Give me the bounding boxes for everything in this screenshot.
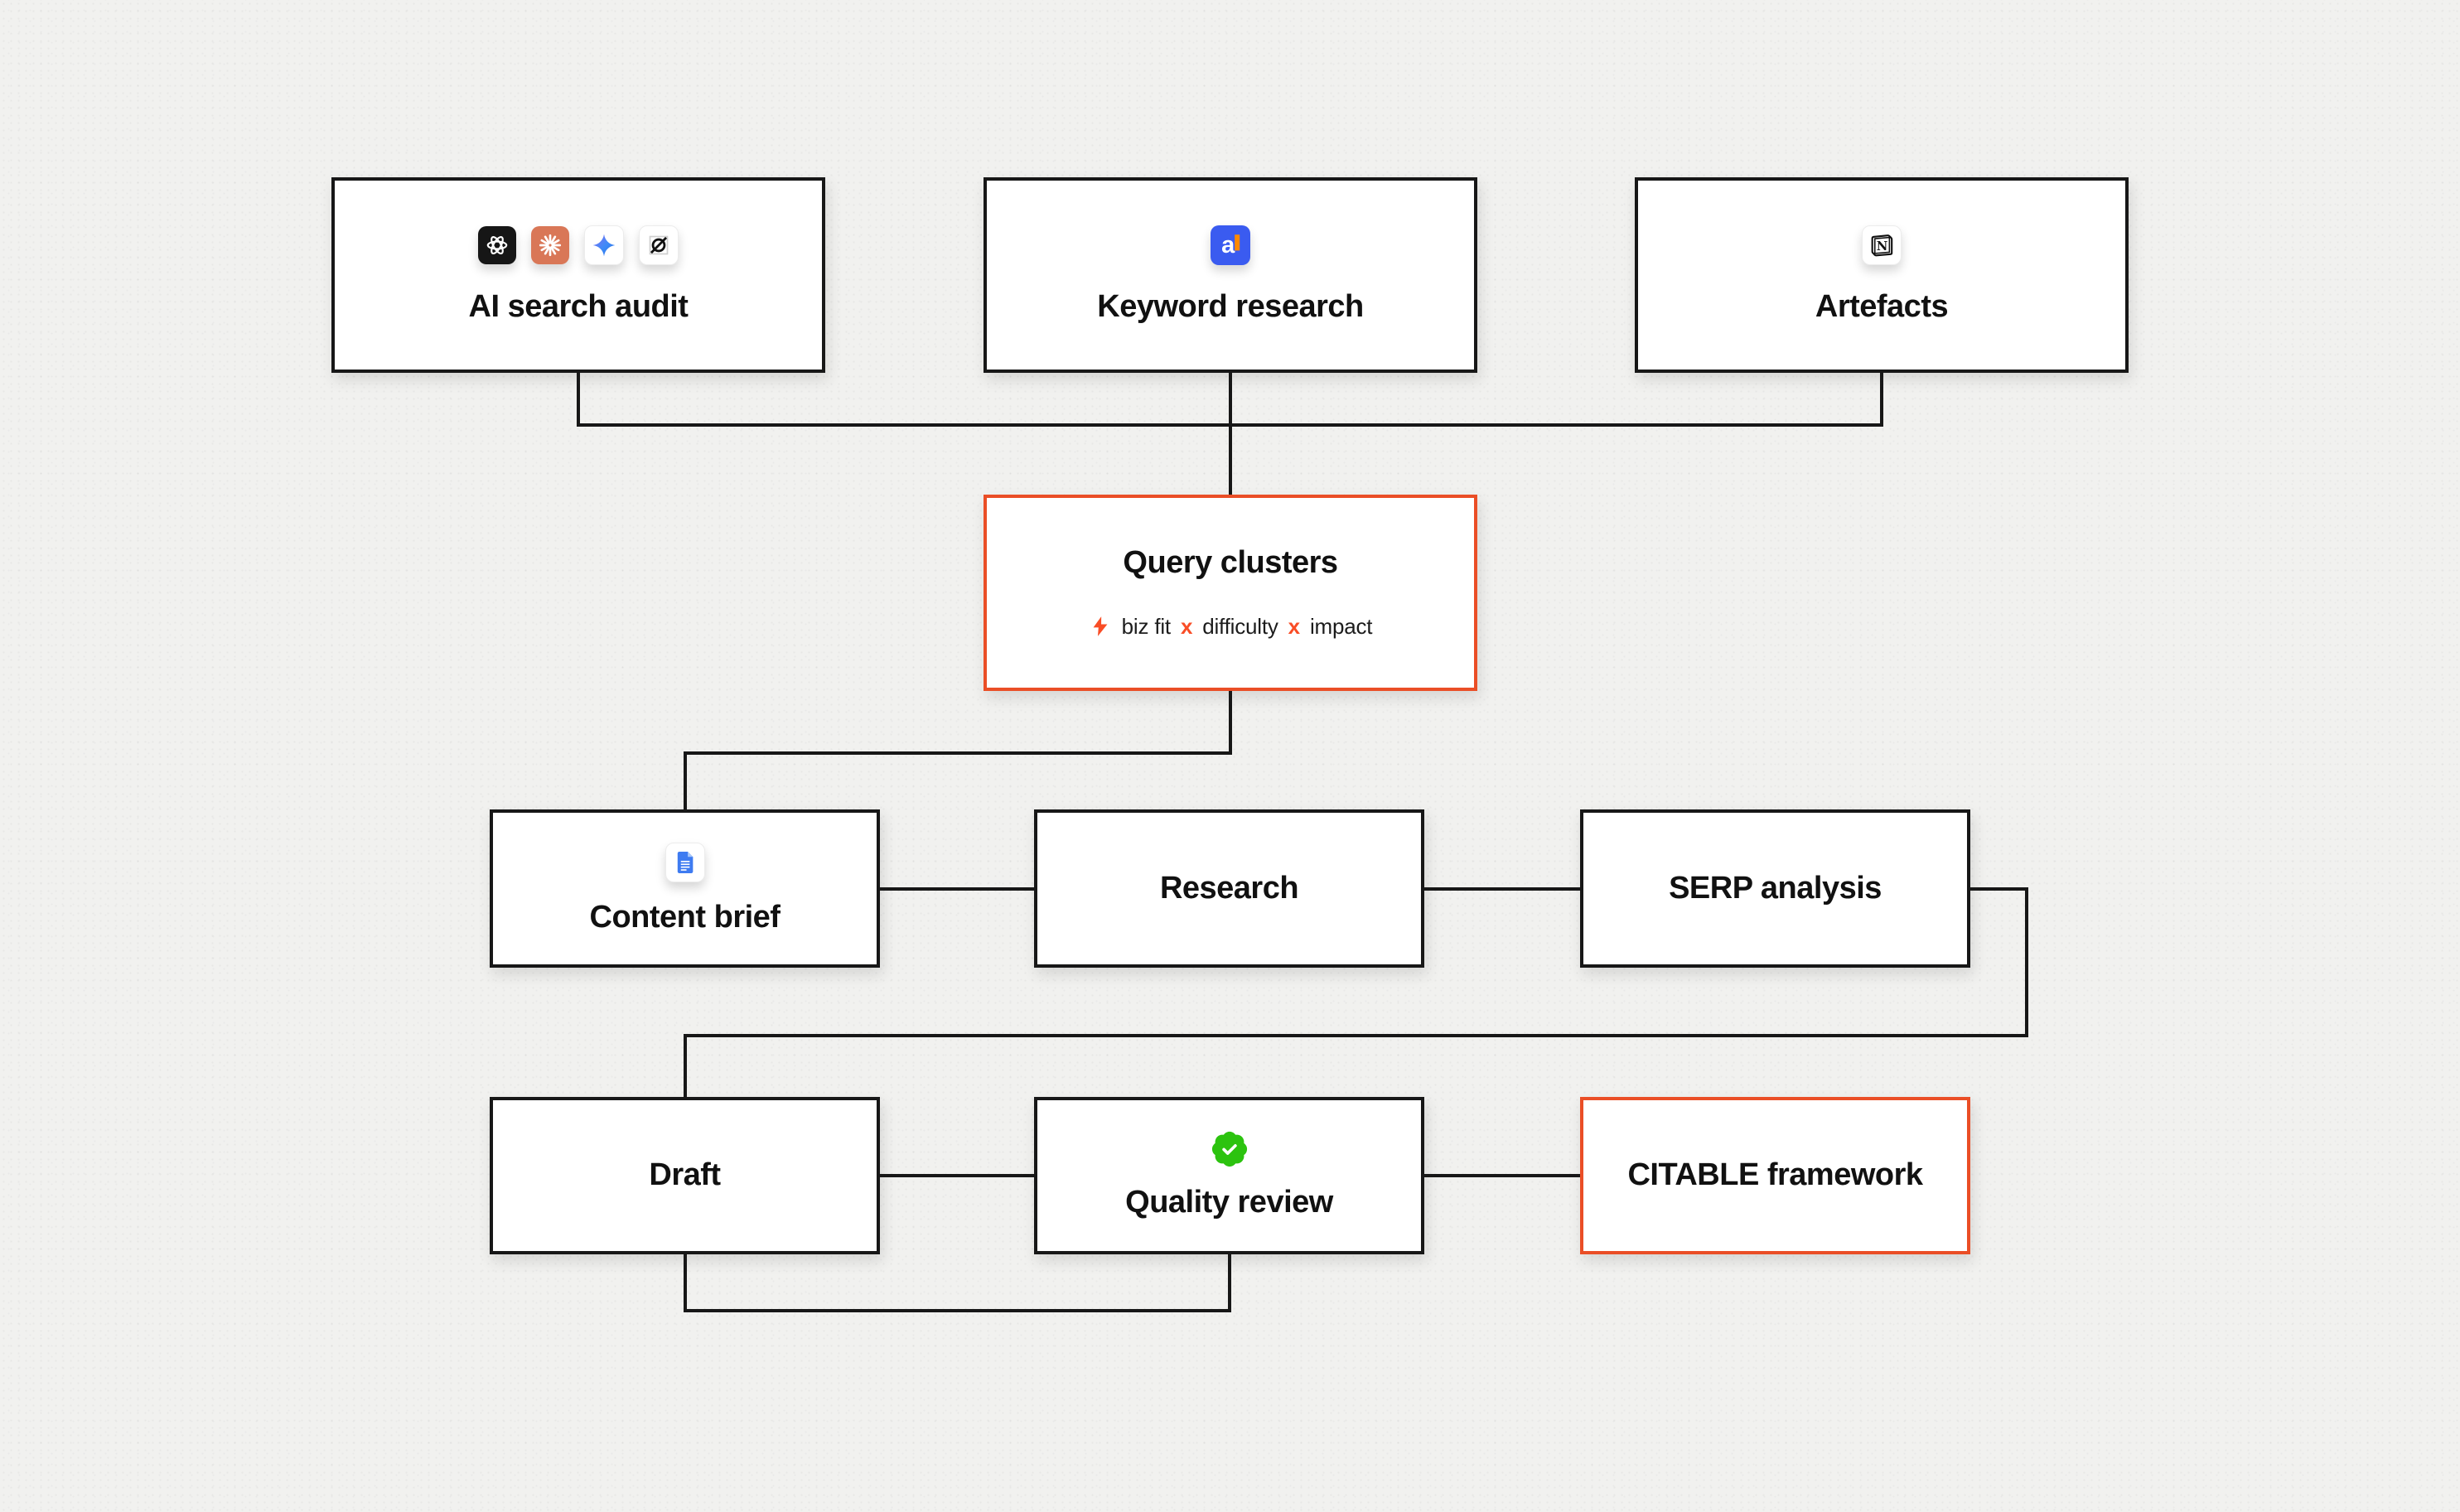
node-label: Content brief [589,899,781,935]
ai-tools-icon-row [478,225,679,266]
node-label: Research [1159,870,1299,906]
svg-text:N: N [1877,239,1888,254]
node-label: AI search audit [468,289,689,325]
ahrefs-icon: a [1211,225,1250,266]
node-label: Keyword research [1097,289,1364,325]
node-label: Quality review [1125,1185,1333,1220]
connector-draft-quality-loop [684,1253,1231,1312]
connector-serp-to-draft [684,887,2028,1099]
node-quality-review[interactable]: Quality review [1034,1097,1424,1254]
connector-query-to-brief [684,689,1232,811]
node-citable-framework[interactable]: CITABLE framework [1580,1097,1970,1254]
svg-text:a: a [1221,232,1235,258]
claude-icon [531,226,569,265]
node-label: SERP analysis [1669,870,1882,906]
grok-icon [639,225,679,266]
verified-badge-icon [1211,1132,1247,1167]
node-serp-analysis[interactable]: SERP analysis [1580,809,1970,968]
node-label: Artefacts [1815,289,1949,325]
formula-operator: x [1180,613,1193,639]
notion-icon: N [1862,225,1902,266]
formula-term: biz fit [1121,613,1171,639]
node-draft[interactable]: Draft [490,1097,880,1254]
node-content-brief[interactable]: Content brief [490,809,880,968]
prioritization-formula: biz fit x difficulty x impact [1089,614,1373,640]
openai-icon [478,226,516,265]
node-ai-search-audit[interactable]: AI search audit [331,177,825,373]
node-keyword-research[interactable]: a Keyword research [984,177,1477,373]
node-research[interactable]: Research [1034,809,1424,968]
google-docs-icon [665,842,705,882]
node-artefacts[interactable]: N Artefacts [1635,177,2129,373]
formula-term: impact [1309,613,1373,639]
node-label: Draft [649,1157,721,1193]
lightning-bolt-icon [1093,616,1108,637]
formula-operator: x [1288,613,1300,639]
node-query-clusters[interactable]: Query clusters biz fit x difficulty x im… [984,495,1477,691]
gemini-icon [584,225,624,266]
formula-term: difficulty [1202,613,1278,639]
node-title: Query clusters [1123,545,1338,581]
node-label: CITABLE framework [1627,1157,1923,1193]
